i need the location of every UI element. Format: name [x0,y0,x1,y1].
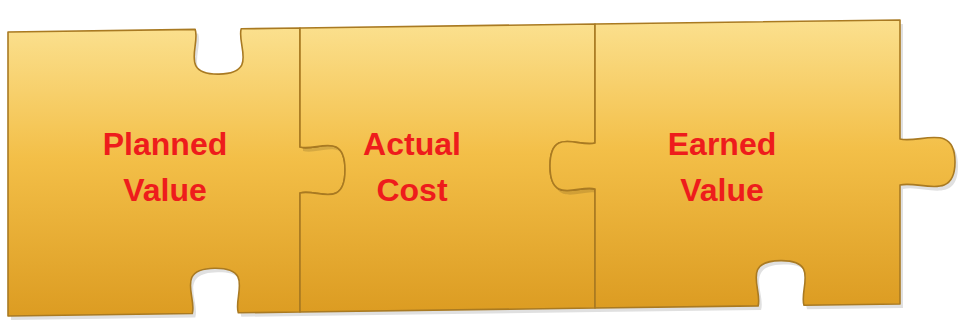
piece-outline [545,12,961,314]
piece-label: Earned Value [647,121,797,213]
piece-label: Planned Value [90,121,240,213]
puzzle-piece: Earned Value [545,12,961,314]
piece-label: Actual Cost [337,121,487,213]
piece-shape [8,28,345,316]
piece-shape [550,20,955,308]
